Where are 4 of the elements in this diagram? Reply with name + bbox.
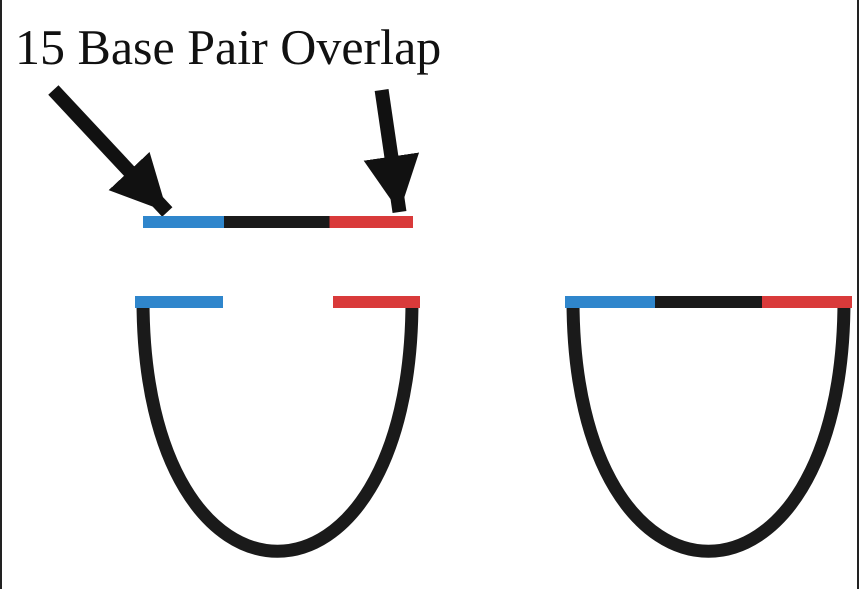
heading-text: 15 Base Pair Overlap xyxy=(15,18,442,76)
insert-fragment-bar xyxy=(143,216,413,228)
arrow xyxy=(48,85,172,217)
arrow xyxy=(364,88,420,214)
